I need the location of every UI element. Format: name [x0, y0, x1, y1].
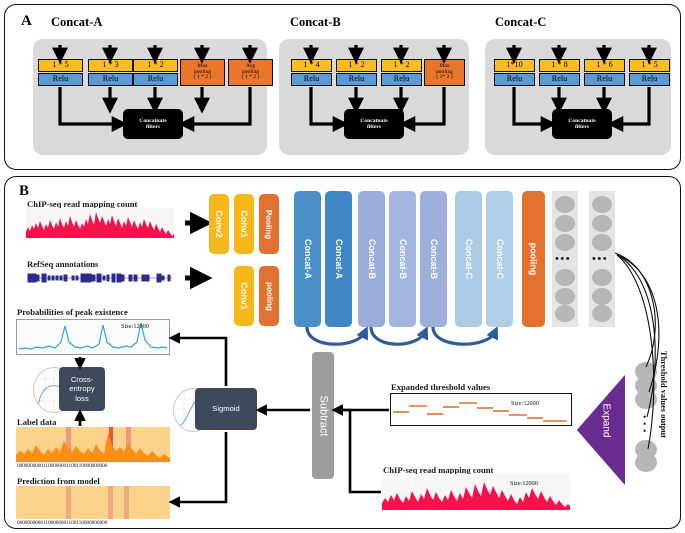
concat-b-title: Concat-B [290, 15, 341, 29]
panel-b-letter: B [19, 183, 30, 199]
probabilities-size-tag: Size:12000 [121, 323, 149, 330]
pooling-block-top: Pooling [259, 194, 279, 254]
concat-c-concat-filters: Concatnate filters [552, 109, 612, 139]
panel-a-letter: A [21, 13, 32, 29]
backbone-concat-a-2: Concat-A [325, 191, 352, 327]
concat-a-relu-0: Relu [38, 73, 83, 86]
panel-a: A Concat-A Concat-B Concat-C 1 * 5 Relu … [4, 4, 681, 170]
label-data-track [16, 427, 170, 462]
conv1-block-bottom: Conv1 [234, 266, 254, 326]
threshold-ellipsis: ••• [643, 412, 647, 436]
concat-a-relu-2: Relu [133, 73, 178, 86]
concat-c-relu-3: Relu [629, 73, 670, 86]
panel-b-input-arrows [185, 211, 213, 290]
chipseq-input-track [26, 208, 174, 238]
expand-arrow [577, 375, 625, 485]
concat-c-title: Concat-C [495, 15, 547, 29]
concat-b-relu-0: Relu [291, 73, 332, 86]
backbone-concat-b-3: Concat-B [420, 191, 447, 327]
prediction-caption: Prediction from model [17, 476, 100, 486]
refseq-caption: RefSeq annotations [27, 259, 99, 269]
refseq-track [26, 271, 174, 285]
expanded-threshold-caption: Expanded threshold values [391, 382, 491, 392]
concat-a-concat-filters: Concatnate filters [123, 109, 183, 139]
fc-to-threshold-curves [614, 252, 660, 450]
concat-c-relu-0: Relu [494, 73, 535, 86]
prediction-track [16, 486, 170, 519]
fc-column-2: ••• [589, 191, 615, 327]
label-data-bits: 00000000001100000001100110000000000 [17, 463, 108, 469]
expanded-size-tag: Size:12000 [511, 400, 539, 407]
chipseq-bottom-size-tag: Size:12000 [510, 480, 538, 487]
backbone-pooling: pooling [522, 191, 545, 327]
concat-b-relu-1: Relu [336, 73, 377, 86]
concat-b-relu-2: Relu [381, 73, 422, 86]
concat-c-relu-2: Relu [584, 73, 625, 86]
backbone-concat-b-2: Concat-B [389, 191, 416, 327]
backbone-concat-a-1: Concat-A [294, 191, 321, 327]
chipseq-bottom-track: Size:12000 [382, 474, 570, 510]
conv2-block-top: Conv2 [209, 194, 229, 254]
concat-b-kernel-0: 1 * 4 [291, 59, 332, 72]
backbone-concat-c-1: Concat-C [455, 191, 482, 327]
skip-connection-arrows [305, 326, 499, 346]
panel-a-arrows [52, 45, 657, 132]
panel-b-flow-arrows [74, 332, 389, 508]
label-data-caption: Label data [17, 417, 57, 427]
expanded-threshold-box: Size:12000 [390, 393, 572, 426]
chipseq-bottom-caption: ChIP-seq read mapping count [383, 465, 494, 475]
prediction-bits: 00000000001100000001100110000000000 [17, 520, 108, 526]
conv1-block-top: Conv1 [234, 194, 254, 254]
chipseq-input-caption: ChIP-seq read mapping count [27, 199, 138, 209]
subtract-block: Subtract [312, 352, 334, 479]
concat-a-relu-1: Relu [88, 73, 133, 86]
pooling-block-bottom: pooling [259, 266, 279, 326]
panel-b: B ChIP-seq read mapping count RefSeq ann… [4, 176, 681, 529]
sigmoid-block: Sigmoid [195, 388, 257, 430]
probabilities-caption: Probabilities of peak existence [17, 307, 128, 317]
backbone-concat-b-1: Concat-B [358, 191, 385, 327]
fc-ellipsis-1: ••• [555, 253, 572, 265]
fc-column-1: ••• [552, 191, 578, 327]
concat-c-relu-1: Relu [539, 73, 580, 86]
backbone-concat-c-2: Concat-C [486, 191, 513, 327]
concat-b-concat-filters: Concatnate filters [344, 109, 404, 139]
concat-a-maxpool: Max pooling ( 1 * 2 ) [180, 59, 225, 86]
cross-entropy-loss-block: Cross- entropy loss [59, 367, 105, 411]
fc-ellipsis-2: ••• [592, 253, 609, 265]
concat-a-title: Concat-A [51, 15, 103, 29]
probabilities-box: Size:12000 [16, 319, 170, 355]
